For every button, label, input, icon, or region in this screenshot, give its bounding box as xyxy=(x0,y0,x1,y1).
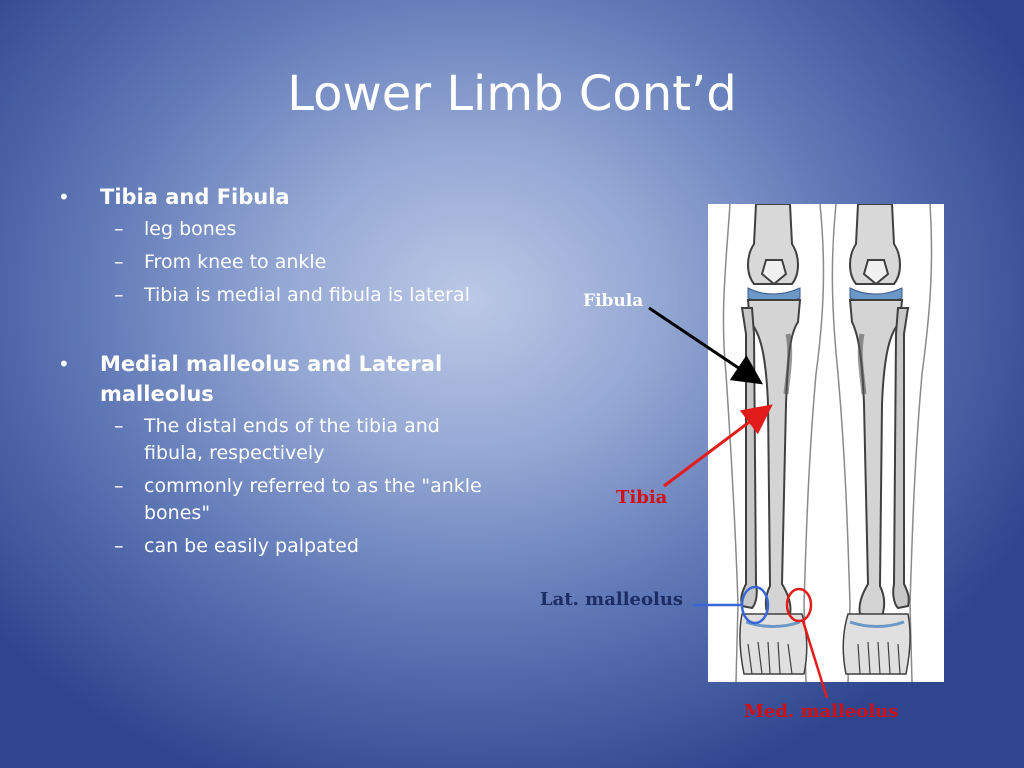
left-leg-outline xyxy=(722,204,739,682)
left-fibula xyxy=(740,307,758,610)
med-malleolus-label: Med. malleolus xyxy=(744,701,899,722)
left-tibia-shading xyxy=(783,333,793,395)
bullet-heading: Medial malleolus and Lateral malleolus xyxy=(100,352,443,406)
dash-marker: – xyxy=(114,415,124,437)
bullet-item: • Tibia and Fibula xyxy=(58,182,498,212)
right-femur xyxy=(849,204,901,285)
dash-marker: – xyxy=(114,251,124,273)
sub-item-text: leg bones xyxy=(144,218,237,240)
sub-item: –commonly referred to as the "ankle bone… xyxy=(114,473,498,527)
sub-item-text: From knee to ankle xyxy=(144,251,327,273)
left-foot-bones xyxy=(747,641,793,675)
right-leg-outline-lateral xyxy=(909,204,933,682)
right-foot xyxy=(842,613,911,675)
right-tibia-shading xyxy=(857,333,867,395)
right-patella xyxy=(862,259,890,286)
leg-bones-figure xyxy=(708,204,944,682)
sub-item-text: The distal ends of the tibia and fibula,… xyxy=(144,415,440,464)
fibula-label: Fibula xyxy=(583,291,644,311)
right-leg-outline xyxy=(831,204,851,682)
leg-bones-illustration xyxy=(722,204,933,682)
left-leg-outline-medial xyxy=(803,204,825,682)
bullet-marker: • xyxy=(58,185,70,209)
bullet-heading: Tibia and Fibula xyxy=(100,185,290,209)
sub-item: –can be easily palpated xyxy=(114,533,498,560)
sub-item-text: can be easily palpated xyxy=(144,535,359,557)
slide-title: Lower Limb Cont’d xyxy=(287,66,737,122)
sub-item: –Tibia is medial and fibula is lateral xyxy=(114,282,498,309)
sub-item: –leg bones xyxy=(114,216,498,243)
bullet-content: • Tibia and Fibula –leg bones –From knee… xyxy=(58,182,498,566)
dash-marker: – xyxy=(114,475,124,497)
bullet-group-2: • Medial malleolus and Lateral malleolus… xyxy=(58,349,498,560)
lat-malleolus-label: Lat. malleolus xyxy=(540,589,684,610)
dash-marker: – xyxy=(114,535,124,557)
tibia-label: Tibia xyxy=(616,487,668,508)
sub-item: –From knee to ankle xyxy=(114,249,498,276)
sub-item-text: Tibia is medial and fibula is lateral xyxy=(144,284,470,306)
sub-list: –leg bones –From knee to ankle –Tibia is… xyxy=(114,216,498,309)
sub-item-text: commonly referred to as the "ankle bones… xyxy=(144,475,482,524)
sub-list: –The distal ends of the tibia and fibula… xyxy=(114,413,498,560)
right-fibula xyxy=(892,307,910,610)
sub-item: –The distal ends of the tibia and fibula… xyxy=(114,413,498,467)
dash-marker: – xyxy=(114,218,124,240)
bullet-item: • Medial malleolus and Lateral malleolus xyxy=(58,349,498,409)
bullet-marker: • xyxy=(58,352,70,376)
left-patella xyxy=(760,259,788,286)
right-foot-joint xyxy=(849,620,905,628)
left-femur xyxy=(747,204,799,285)
right-foot-bones xyxy=(857,641,901,675)
dash-marker: – xyxy=(114,284,124,306)
